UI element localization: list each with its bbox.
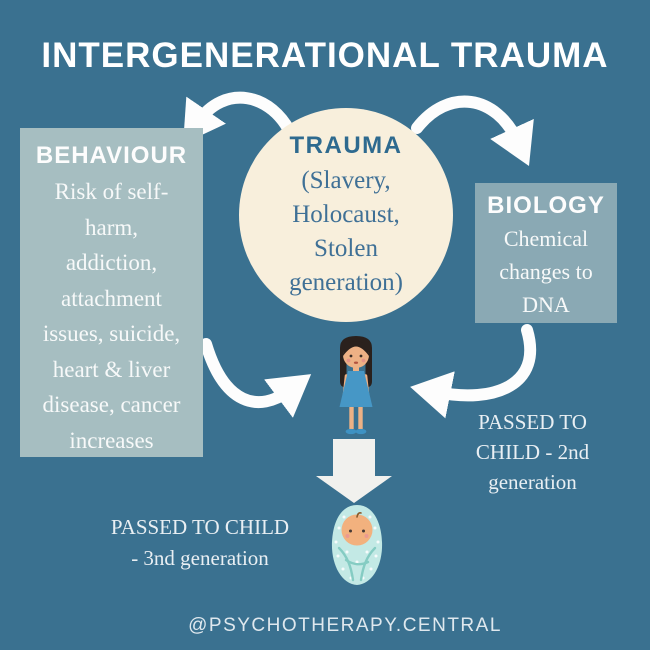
baby-eye-right — [362, 529, 365, 533]
girl-shoe-left — [345, 428, 357, 435]
trauma-body: (Slavery, Holocaust, Stolen generation) — [289, 167, 403, 296]
girl-neck — [353, 364, 359, 373]
baby-face — [341, 514, 373, 546]
girl-blush-right — [361, 358, 366, 363]
biology-body: Chemical changes to DNA — [499, 226, 593, 317]
trauma-circle: TRAUMA (Slavery, Holocaust, Stolen gener… — [239, 108, 453, 322]
baby-hair-curl — [356, 512, 362, 518]
baby-blanket-folds — [337, 546, 377, 582]
page-title: INTERGENERATIONAL TRAUMA — [41, 36, 609, 75]
curved-arrow-behaviour-to-child — [200, 338, 312, 418]
girl-arm-right — [363, 374, 370, 397]
girl-blush-left — [346, 358, 351, 363]
baby-cheek-left — [345, 534, 350, 538]
biology-box: BIOLOGY Chemical changes to DNA — [475, 183, 617, 323]
girl-child-icon — [339, 336, 373, 435]
behaviour-heading: BEHAVIOUR — [35, 142, 188, 169]
girl-eye-left — [349, 354, 353, 358]
passed-to-child-2nd-label: PASSED TO CHILD - 2nd generation — [475, 410, 590, 494]
girl-eye-right — [359, 354, 363, 358]
biology-heading: BIOLOGY — [487, 192, 605, 219]
baby-swaddle — [331, 505, 383, 585]
girl-mouth — [353, 361, 359, 364]
girl-face — [343, 342, 369, 368]
trauma-heading: TRAUMA — [289, 132, 403, 159]
girl-shoe-right — [355, 428, 367, 435]
girl-arm-left — [342, 374, 349, 397]
curved-arrow-trauma-to-behaviour — [183, 91, 298, 144]
behaviour-body: Risk of self- harm, addiction, attachmen… — [42, 179, 181, 453]
swaddled-baby-icon — [331, 505, 383, 585]
baby-blanket-dots — [334, 515, 380, 580]
baby-eye-left — [349, 529, 352, 533]
girl-fringe — [343, 341, 369, 356]
baby-cheek-right — [364, 534, 369, 538]
passed-to-child-3rd-label: PASSED TO CHILD - 3nd generation — [110, 515, 290, 570]
curved-arrow-biology-to-child — [410, 324, 537, 419]
girl-hair — [340, 336, 372, 387]
footer-handle: @PSYCHOTHERAPY.CENTRAL — [188, 615, 502, 636]
behaviour-box: BEHAVIOUR Risk of self- harm, addiction,… — [20, 128, 203, 457]
down-block-arrow-child-to-baby — [316, 439, 392, 503]
girl-dress — [339, 371, 373, 407]
